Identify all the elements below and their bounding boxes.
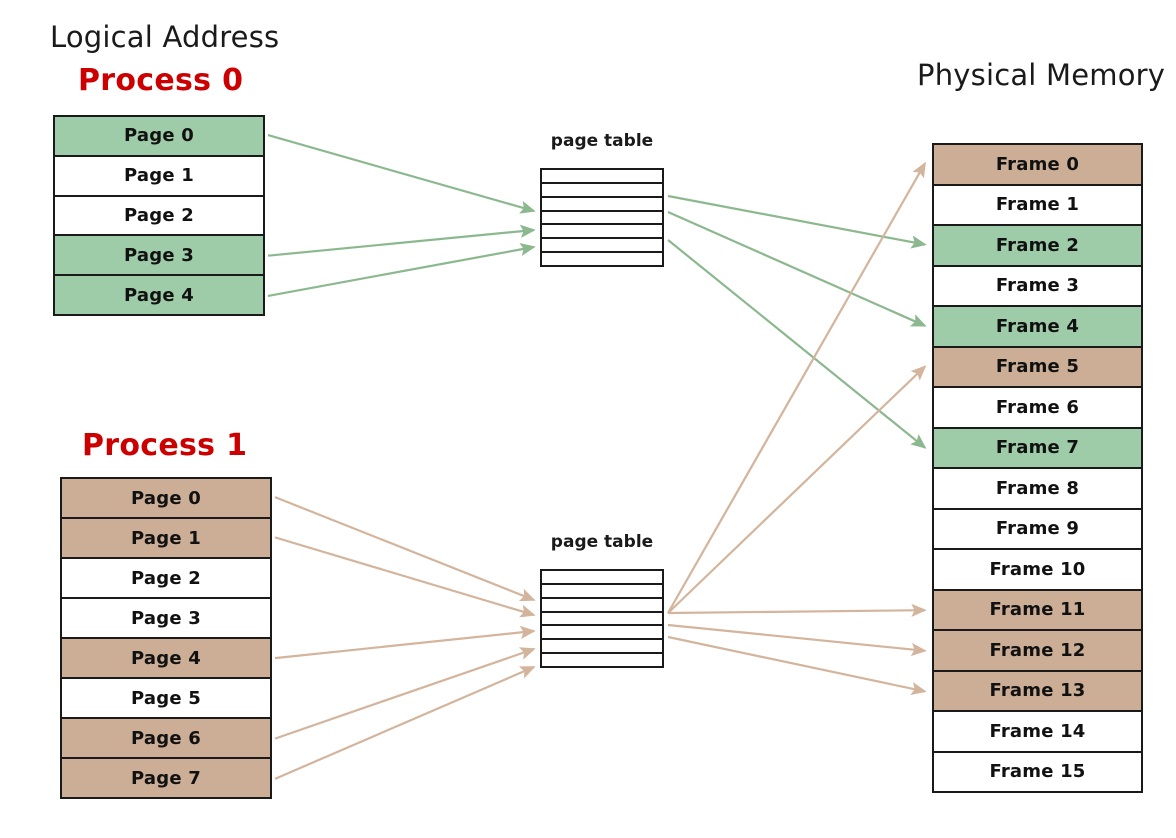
physical-memory-frame-row-5: Frame 5 — [934, 347, 1141, 388]
physical-memory-frame-row-8: Frame 8 — [934, 469, 1141, 510]
page-table-1-entry-0 — [542, 571, 662, 585]
arrow-page-table-1-to-frame-5 — [667, 365, 927, 614]
physical-memory-frame-row-6: Frame 6 — [934, 388, 1141, 429]
arrow-page-table-0-to-frame-4 — [667, 210, 927, 327]
physical-memory-frame-row-4: Frame 4 — [934, 307, 1141, 348]
page-table-1-entry-5 — [542, 640, 662, 655]
arrow-p0-page-0-to-page-table — [267, 134, 536, 214]
arrow-p1-page-7-to-page-table — [274, 665, 536, 780]
arrow-p0-page-3-to-page-table — [267, 224, 536, 257]
page-table-0-entry-4 — [542, 225, 662, 240]
page-table-0-entry-0 — [542, 170, 662, 184]
physical-memory-frame-row-9: Frame 9 — [934, 509, 1141, 550]
page-table-1-entry-2 — [542, 598, 662, 613]
process-1-page-row-4: Page 4 — [62, 639, 270, 679]
page-table-0-entry-1 — [542, 183, 662, 198]
physical-memory-frame-row-3: Frame 3 — [934, 266, 1141, 307]
process-0-page-row-4: Page 4 — [55, 276, 263, 314]
process-1-page-row-1: Page 1 — [62, 519, 270, 559]
physical-memory-frame-row-0: Frame 0 — [934, 145, 1141, 186]
page-table-0 — [540, 168, 664, 267]
page-table-1 — [540, 569, 664, 668]
process-1-page-row-3: Page 3 — [62, 599, 270, 639]
arrow-page-table-0-to-frame-7 — [667, 239, 927, 449]
physical-memory-frame-row-10: Frame 10 — [934, 550, 1141, 591]
arrow-page-table-0-to-frame-2 — [667, 194, 927, 249]
logical-address-heading: Logical Address — [50, 20, 280, 54]
process-0-title: Process 0 — [78, 63, 244, 98]
arrow-page-table-1-to-frame-12 — [667, 623, 927, 657]
process-1-page-row-6: Page 6 — [62, 719, 270, 759]
process-0-page-row-0: Page 0 — [55, 117, 263, 157]
page-table-1-entry-3 — [542, 612, 662, 627]
physical-memory-frame-row-15: Frame 15 — [934, 752, 1141, 791]
arrow-p1-page-4-to-page-table — [274, 625, 536, 660]
arrow-p1-page-6-to-page-table — [274, 647, 536, 740]
arrow-p1-page-0-to-page-table — [274, 496, 536, 602]
physical-memory-frame-row-13: Frame 13 — [934, 671, 1141, 712]
arrow-p0-page-4-to-page-table — [267, 242, 536, 297]
physical-memory-frame-row-7: Frame 7 — [934, 428, 1141, 469]
arrow-page-table-1-to-frame-11 — [667, 603, 927, 617]
page-table-0-entry-5 — [542, 239, 662, 254]
process-0-page-row-1: Page 1 — [55, 156, 263, 197]
physical-memory-frame-row-14: Frame 14 — [934, 712, 1141, 753]
process-0-page-row-2: Page 2 — [55, 196, 263, 237]
process-1-page-row-2: Page 2 — [62, 559, 270, 599]
process-0-page-row-3: Page 3 — [55, 236, 263, 277]
process-1-page-row-0: Page 0 — [62, 479, 270, 519]
page-table-0-entry-6 — [542, 253, 662, 266]
physical-memory-frame-row-12: Frame 12 — [934, 631, 1141, 672]
process-1-page-row-5: Page 5 — [62, 679, 270, 719]
page-table-1-entry-1 — [542, 584, 662, 599]
process-1-page-row-7: Page 7 — [62, 759, 270, 797]
page-table-0-entry-2 — [542, 197, 662, 212]
physical-memory-frame-row-11: Frame 11 — [934, 590, 1141, 631]
process-1-title: Process 1 — [82, 428, 248, 463]
physical-memory-frame-row-2: Frame 2 — [934, 226, 1141, 267]
page-table-0-entry-3 — [542, 211, 662, 226]
page-table-1-entry-4 — [542, 626, 662, 641]
page-table-1-label: page table — [550, 532, 654, 552]
physical-memory-frame-row-1: Frame 1 — [934, 185, 1141, 226]
arrow-page-table-1-to-frame-0 — [667, 161, 926, 614]
page-table-1-entry-6 — [542, 654, 662, 667]
arrow-page-table-1-to-frame-13 — [667, 635, 927, 696]
page-table-0-label: page table — [550, 131, 654, 151]
arrow-p1-page-1-to-page-table — [274, 536, 536, 618]
physical-memory-heading: Physical Memory — [917, 58, 1166, 92]
